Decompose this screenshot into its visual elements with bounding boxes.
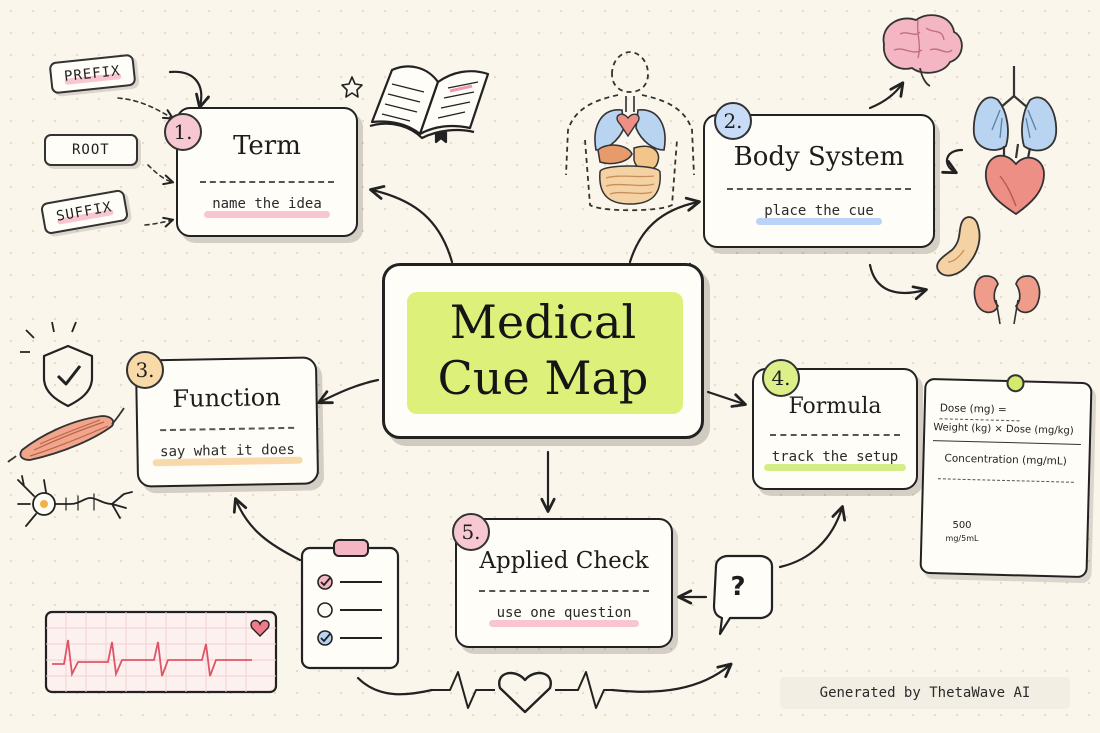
- center-title-line2: Cue Map: [437, 351, 649, 405]
- bottom-heartbeat-end-arrow: [610, 662, 733, 693]
- center-topic[interactable]: Medical Cue Map: [382, 263, 704, 439]
- node-function-title: Function: [172, 383, 281, 413]
- node-term-badge: 1.: [164, 113, 202, 151]
- dose-line-2: Weight (kg) × Dose (mg/kg): [933, 422, 1074, 437]
- bottom-heartbeat-arrow: [356, 676, 434, 696]
- pin-icon: [1006, 373, 1025, 393]
- main-connectors: [168, 70, 964, 696]
- word-part-root: ROOT: [44, 134, 138, 166]
- node-function-subtitle: say what it does: [152, 442, 304, 467]
- suffix-label: SUFFIX: [55, 199, 114, 225]
- heartbeat-line-icon: [432, 671, 612, 714]
- word-part-connectors: [117, 97, 175, 228]
- open-book-icon: [369, 65, 490, 144]
- node-formula-title: Formula: [788, 394, 882, 419]
- shield-check-icon: [20, 321, 94, 408]
- neuron-icon: [17, 475, 133, 527]
- node-body-system-title: Body System: [733, 142, 905, 172]
- node-body-system-badge: 2.: [714, 102, 752, 140]
- heart-icon: [985, 143, 1045, 216]
- lungs-icon: [972, 66, 1057, 152]
- node-term-title: Term: [233, 131, 301, 161]
- arrow-to-formula: [706, 390, 747, 408]
- node-function-badge: 3.: [126, 351, 164, 389]
- arrow-to-formula-from-question: [778, 505, 847, 569]
- node-applied-check-subtitle: use one question: [488, 605, 640, 627]
- vial-unit: mg/5mL: [945, 534, 979, 543]
- stomach-icon: [936, 216, 981, 277]
- kidneys-icon: [973, 275, 1041, 325]
- arrow-clipboard-to-function: [232, 497, 302, 562]
- ecg-monitor-icon: [44, 610, 278, 694]
- arrow-to-brain: [868, 81, 905, 110]
- question-mark: ?: [730, 572, 746, 602]
- node-applied-check-title: Applied Check: [479, 548, 649, 574]
- star-icon: [341, 76, 363, 98]
- node-body-system-divider: [727, 188, 911, 190]
- prefix-label: PREFIX: [63, 63, 122, 85]
- clipboard-checklist-icon: [300, 539, 400, 670]
- watermark: Generated by ThetaWave AI: [780, 677, 1070, 709]
- dose-line-3: Concentration (mg/mL): [944, 452, 1067, 468]
- node-applied-check-divider: [479, 590, 649, 592]
- node-formula-badge: 4.: [762, 359, 800, 397]
- arrow-lungs-to-heart: [941, 148, 964, 175]
- node-term-subtitle: name the idea: [204, 196, 330, 218]
- node-term-divider: [200, 181, 334, 183]
- node-formula-divider: [770, 434, 900, 436]
- node-body-system[interactable]: Body System place the cue: [703, 114, 935, 248]
- arrow-to-function: [317, 378, 380, 405]
- arrow-to-body-system: [628, 196, 701, 264]
- dose-line-1: Dose (mg) =: [939, 402, 1007, 416]
- arrow-to-stomach: [868, 263, 928, 301]
- speech-bubble-icon: [712, 554, 774, 636]
- root-label: ROOT: [72, 142, 110, 158]
- node-formula-subtitle: track the setup: [763, 449, 907, 471]
- center-highlight: [407, 292, 683, 414]
- torso-organs-icon: [565, 51, 695, 212]
- center-title: Medical Cue Map: [385, 294, 701, 406]
- node-body-system-subtitle: place the cue: [756, 203, 882, 225]
- arrow-prefix-to-term: [168, 70, 210, 109]
- node-function-divider: [160, 426, 295, 432]
- muscle-icon: [7, 407, 125, 463]
- node-applied-check[interactable]: Applied Check use one question: [455, 518, 673, 648]
- node-applied-check-badge: 5.: [452, 513, 490, 551]
- vial-amount: 500: [952, 520, 972, 531]
- brain-icon: [882, 14, 963, 87]
- node-term[interactable]: Term name the idea: [176, 107, 358, 237]
- center-title-line1: Medical: [449, 295, 637, 349]
- dose-formula-card: Dose (mg) = Weight (kg) × Dose (mg/kg) C…: [919, 373, 1093, 579]
- arrow-to-term: [369, 185, 454, 264]
